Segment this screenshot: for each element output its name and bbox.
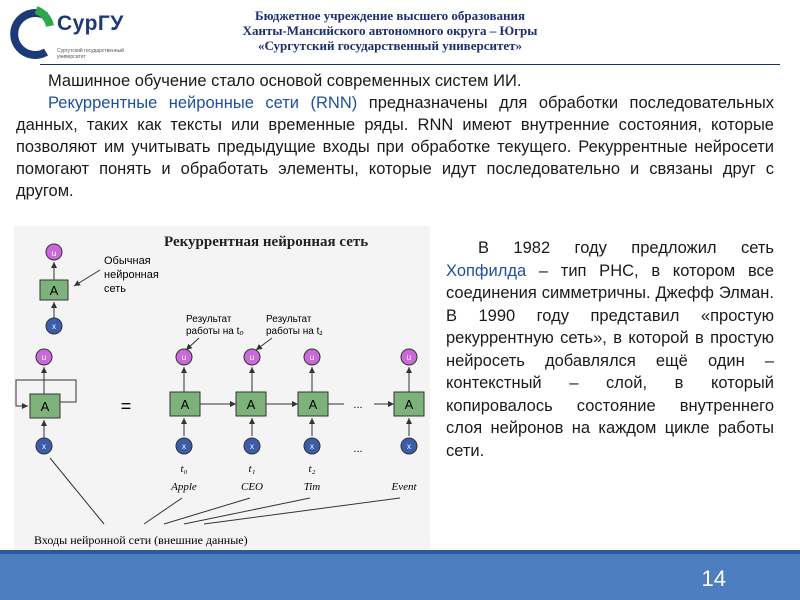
- svg-text:A: A: [309, 397, 318, 412]
- svg-text:u: u: [182, 353, 186, 362]
- svg-text:A: A: [181, 397, 190, 412]
- svg-text:x: x: [42, 442, 46, 451]
- svg-text:u: u: [42, 353, 46, 362]
- svg-text:A: A: [405, 397, 414, 412]
- footer-bar: 14: [0, 554, 800, 600]
- rnn-figure: Рекуррентная нейронная сеть u A x Обычна…: [14, 226, 430, 554]
- svg-text:A: A: [50, 283, 59, 298]
- history-part-1: В 1982 году предложил сеть: [478, 239, 774, 257]
- word-tim: Tim: [304, 481, 321, 493]
- chain-dots: ...: [353, 399, 362, 411]
- svg-text:A: A: [41, 399, 50, 414]
- word-event: Event: [390, 481, 417, 493]
- rnn-paragraph: Рекуррентные нейронные сети (RNN) предна…: [16, 92, 774, 202]
- header-divider: [40, 64, 780, 65]
- intro-sentence: Машинное обучение стало основой современ…: [48, 72, 522, 90]
- word-ceo: CEO: [241, 481, 263, 493]
- rnn-description: предназначены для обработки последовател…: [16, 94, 774, 200]
- equals-sign: =: [121, 396, 132, 416]
- svg-text:u: u: [407, 353, 411, 362]
- svg-text:t₂: t₂: [309, 463, 316, 475]
- rnn-diagram: u A x Обычная нейронная сеть u A x = ...…: [15, 243, 425, 547]
- history-part-2: – тип РНС, в котором все соединения симм…: [446, 261, 774, 460]
- rolled-a-block: [29, 393, 61, 419]
- logo-ring-icon: [10, 6, 54, 59]
- svg-text:x: x: [52, 322, 56, 331]
- inputs-caption: Входы нейронной сети (внешние данные): [34, 533, 248, 547]
- svg-text:t₁: t₁: [249, 463, 256, 475]
- logo-name: СурГУ: [57, 12, 124, 35]
- page-number: 14: [701, 566, 726, 591]
- svg-text:u: u: [52, 249, 56, 258]
- institution-title: Бюджетное учреждение высшего образования…: [190, 8, 590, 53]
- input-pointer-lines: [49, 457, 401, 525]
- svg-text:u: u: [250, 353, 254, 362]
- hopfield-term: Хопфилда: [446, 261, 527, 280]
- result-t1-line2: работы на t₁: [266, 325, 323, 337]
- svg-text:x: x: [250, 442, 254, 451]
- svg-text:u: u: [310, 353, 314, 362]
- history-text: В 1982 году предложил сеть Хопфилда – ти…: [446, 237, 774, 462]
- institution-line-3: «Сургутский государственный университет»: [257, 38, 523, 53]
- input-dots: ...: [353, 443, 362, 455]
- intro-text: Машинное обучение стало основой современ…: [16, 70, 774, 202]
- step-2: u A x t₂ Tim: [297, 348, 329, 493]
- word-apple: Apple: [170, 481, 197, 493]
- rnn-term: Рекуррентные нейронные сети (RNN): [48, 94, 358, 112]
- rolled-u-node: u: [35, 348, 53, 366]
- normal-net-label-2: нейронная: [104, 269, 159, 281]
- svg-text:x: x: [182, 442, 186, 451]
- header: СурГУ Сургутский государственный универс…: [0, 0, 800, 66]
- history-paragraph: В 1982 году предложил сеть Хопфилда – ти…: [446, 237, 774, 462]
- result-t0-line2: работы на t₀: [186, 325, 244, 337]
- institution-line-2: Ханты-Мансийского автономного округа – Ю…: [242, 23, 538, 38]
- institution-line-1: Бюджетное учреждение высшего образования: [255, 8, 525, 23]
- unrolled-chain: ... ... u A x t₀ Apple u A x t₁ CEO: [169, 348, 425, 493]
- result-t1-line1: Результат: [266, 314, 312, 325]
- svg-text:A: A: [247, 397, 256, 412]
- step-1: u A x t₁ CEO: [235, 348, 267, 493]
- svg-text:t₀: t₀: [181, 463, 188, 475]
- normal-net-a-block: [39, 279, 69, 301]
- rolled-x-node: x: [35, 437, 53, 455]
- logo-subtitle: Сургутский государственный университет: [57, 48, 124, 60]
- result-t0-line1: Результат: [186, 314, 232, 325]
- svg-text:x: x: [310, 442, 314, 451]
- svg-text:x: x: [407, 442, 411, 451]
- university-logo[interactable]: СурГУ Сургутский государственный универс…: [6, 6, 146, 64]
- footer-accent: [0, 550, 800, 554]
- figure-title: Рекуррентная нейронная сеть: [164, 234, 369, 250]
- step-0: u A x t₀ Apple: [169, 348, 201, 493]
- normal-net-u-node: u: [45, 243, 63, 261]
- normal-net-x-node: x: [45, 317, 63, 335]
- step-t: u A x Event: [390, 348, 425, 493]
- normal-net-label-3: сеть: [104, 283, 126, 295]
- normal-net-label-1: Обычная: [104, 255, 151, 267]
